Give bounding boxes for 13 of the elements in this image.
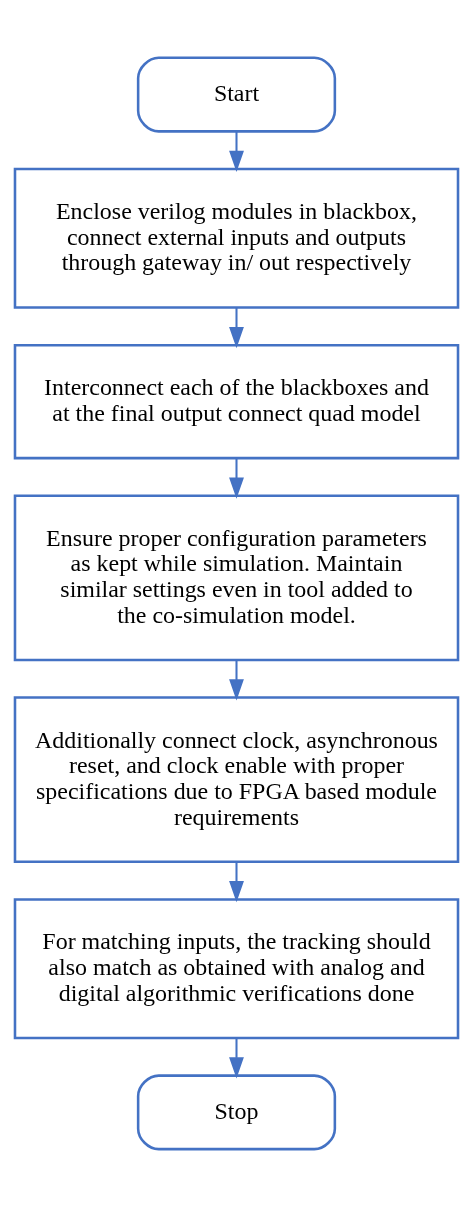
node-box: Additionally connect clock, asynchronous reset, and clock enable with proper specifications due to FPGA based module requirements [13, 696, 460, 864]
arrow [229, 1038, 244, 1079]
node-box: Interconnect each of the blackboxes and at the final output connect quad model [13, 343, 460, 460]
node-box: Start [136, 56, 337, 133]
node-box: Ensure proper configuration parameters as kept while simulation. Maintain similar settings even in tool added to the co-simulation model. [13, 494, 460, 662]
arrow [229, 458, 244, 499]
arrow [229, 660, 244, 701]
arrow [229, 131, 244, 173]
node-box: Enclose verilog modules in blackbox, connect external inputs and outputs through gateway in/ out respectively [13, 167, 460, 309]
node-box: For matching inputs, the tracking should also match as obtained with analog and digital algorithmic verifications done [13, 898, 460, 1040]
node-box: Stop [136, 1074, 337, 1151]
arrow [229, 862, 244, 903]
arrow [229, 307, 244, 349]
